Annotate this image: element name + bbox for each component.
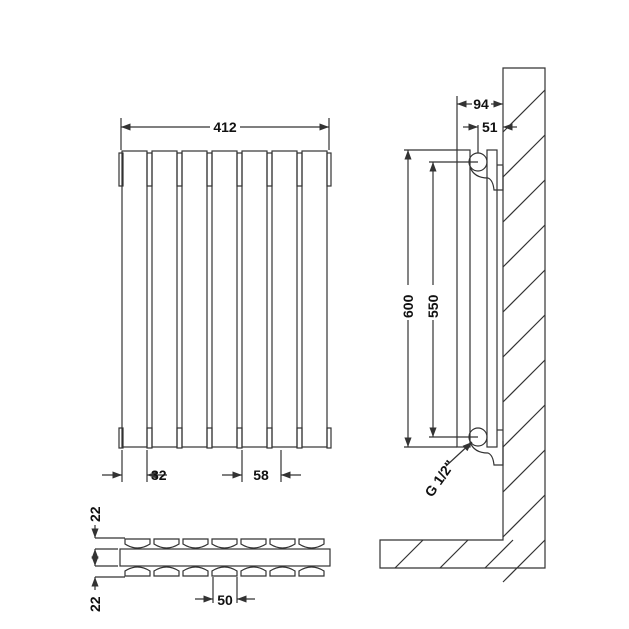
plan-bottom-depth-label: 22 [87,596,103,612]
radiator-column [211,150,238,448]
bottom-bracket [469,441,504,466]
column-connector [236,427,243,449]
front-width-dimension: 412 [120,118,330,150]
wall-hatch [502,89,546,133]
pipe-offset-label: 51 [482,119,498,135]
plan-column-top [240,538,267,549]
connection-label: G 1/2" [421,457,458,500]
wall-hatch [502,269,546,313]
wall-and-floor [379,67,546,583]
wall-hatch [502,539,546,583]
column-connector [266,152,273,187]
column-pitch-dimension: 58 [222,450,301,483]
column-width-dimension: 32 [102,450,167,483]
radiator-column [121,150,148,448]
plan-column-top [124,538,151,549]
wall-hatch [502,359,546,403]
end-cap [118,152,124,187]
plan-pitch-label: 50 [217,592,233,608]
front-view [118,150,332,449]
plan-column-bottom [240,566,267,577]
column-width-label: 32 [151,467,167,483]
column-connector [296,152,303,187]
column-connector [146,427,153,449]
height-label: 600 [400,294,416,318]
floor-hatch [484,539,514,569]
side-dimensions: 94 51 600 550 G 1/2" [400,96,517,500]
plan-column-top [211,538,238,549]
plan-column-bottom [211,566,238,577]
end-cap [326,427,332,449]
column-connector [296,427,303,449]
column-connector [236,152,243,187]
wall-hatch [502,404,546,448]
plan-dimensions: 22 22 50 [87,506,255,612]
width-label: 412 [213,119,237,135]
floor-hatch [439,539,469,569]
wall-hatch [502,179,546,223]
wall-hatch [502,224,546,268]
end-cap [326,152,332,187]
column-pitch-label: 58 [253,467,269,483]
plan-column-bottom [153,566,180,577]
radiator-column [241,150,268,448]
wall-hatch [502,134,546,178]
top-bracket [469,166,504,191]
radiator-column [271,150,298,448]
plan-column-bottom [269,566,296,577]
plan-column-bottom [298,566,325,577]
column-connector [206,152,213,187]
column-connector [266,427,273,449]
plan-column-top [153,538,180,549]
plan-top-depth-label: 22 [87,506,103,522]
plan-column-bottom [182,566,209,577]
projection-label: 94 [473,96,489,112]
floor-hatch [394,539,424,569]
wall-hatch [502,314,546,358]
plan-column-top [298,538,325,549]
plan-column-top [182,538,209,549]
wall-hatch [502,494,546,538]
radiator-column [181,150,208,448]
centres-label: 550 [425,294,441,318]
column-connector [206,427,213,449]
column-connector [176,427,183,449]
radiator-column [151,150,178,448]
wall-hatch [502,449,546,493]
plan-column-bottom [124,566,151,577]
column-connector [176,152,183,187]
plan-view [119,538,331,577]
radiator-column [301,150,328,448]
side-view-radiator [456,149,504,466]
column-connector [146,152,153,187]
plan-column-top [269,538,296,549]
end-cap [118,427,124,449]
